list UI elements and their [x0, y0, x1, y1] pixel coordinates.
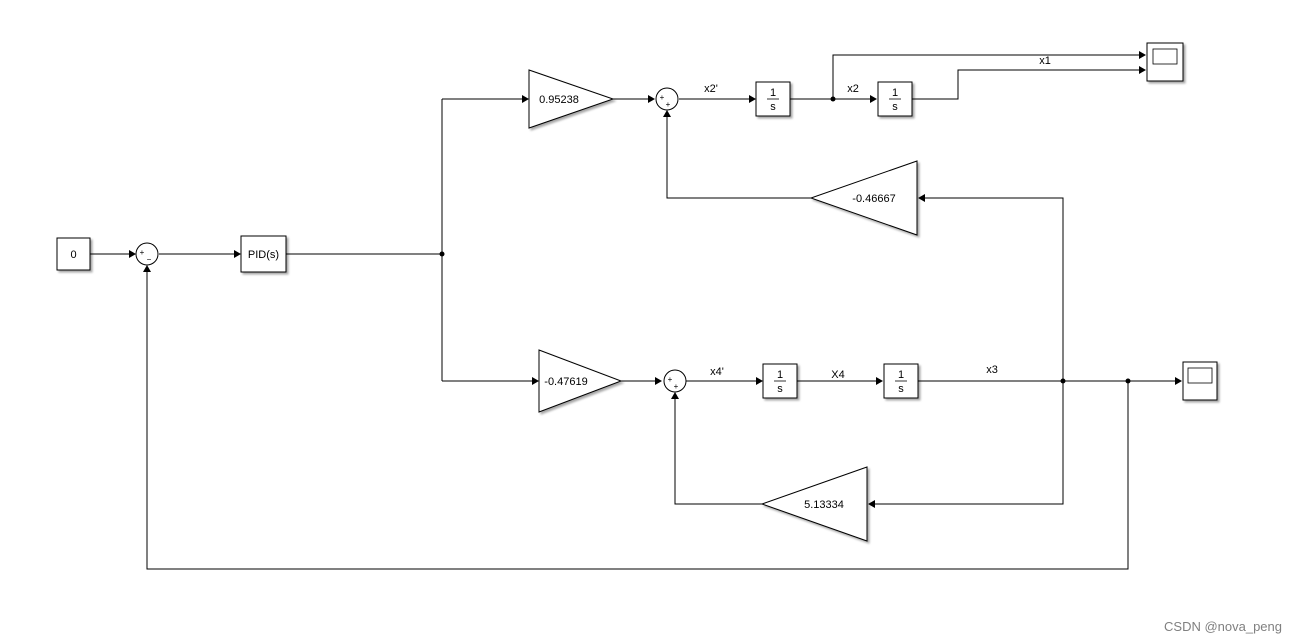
junction-pid	[439, 251, 445, 257]
wire-x1-to-scope	[912, 69, 1140, 100]
svg-text:s: s	[770, 101, 776, 113]
arrowhead	[129, 250, 136, 258]
feedback-gain-top-value: -0.46667	[852, 193, 895, 205]
sum-main-sign-2: −	[147, 255, 152, 264]
arrowhead	[532, 377, 539, 385]
scope-bottom-screen	[1187, 367, 1213, 384]
arrowhead	[143, 265, 151, 272]
arrowhead	[1139, 66, 1146, 74]
junctions	[439, 96, 1131, 384]
sum-top-sign-1: +	[660, 93, 665, 102]
wire-feedback-top-to-sum	[666, 116, 811, 199]
junction-x3-feedback	[1060, 378, 1066, 384]
watermark: CSDN @nova_peng	[1164, 619, 1282, 634]
wire-x3-to-feedback-bottom	[874, 381, 1064, 505]
sum-main[interactable]: + −	[135, 242, 159, 266]
sum-top[interactable]: + +	[655, 87, 679, 111]
junction-x2	[830, 96, 836, 102]
integrator-bottom-1[interactable]: 1 s	[762, 363, 798, 399]
signal-lines	[90, 51, 1182, 570]
svg-text:s: s	[777, 383, 783, 395]
arrowhead	[918, 194, 925, 202]
signal-label-x2: x2	[847, 83, 859, 95]
scope-bottom[interactable]	[1182, 361, 1218, 401]
arrowhead	[655, 377, 662, 385]
junction-x3-main	[1125, 378, 1131, 384]
signal-label-x3: x3	[986, 364, 998, 376]
constant-value: 0	[70, 249, 76, 261]
wire-x3-to-feedback-top	[924, 197, 1064, 381]
signal-label-x4-dot: x4'	[710, 366, 724, 378]
feedback-gain-bottom-value: 5.13334	[804, 499, 844, 511]
arrowhead	[522, 95, 529, 103]
wire-feedback-bottom-to-sum	[674, 398, 762, 505]
arrowhead	[868, 500, 875, 508]
arrowhead	[870, 95, 877, 103]
arrowhead	[749, 95, 756, 103]
svg-text:1: 1	[777, 369, 783, 381]
feedback-gain-bottom[interactable]: 5.13334	[760, 466, 868, 542]
pid-label: PID(s)	[248, 249, 279, 261]
integrator-top-2[interactable]: 1 s	[877, 81, 913, 117]
gain-top-value: 0.95238	[539, 94, 579, 106]
arrowhead	[876, 377, 883, 385]
gain-bottom[interactable]: -0.47619	[538, 349, 623, 413]
integrator-top-1[interactable]: 1 s	[755, 81, 791, 117]
svg-text:s: s	[898, 383, 904, 395]
sum-main-sign-1: +	[140, 248, 145, 257]
arrowhead	[648, 95, 655, 103]
arrowhead	[663, 110, 671, 117]
signal-label-x4: X4	[831, 369, 844, 381]
arrowhead	[671, 392, 679, 399]
sum-top-sign-2: +	[666, 100, 671, 109]
svg-text:s: s	[892, 101, 898, 113]
svg-text:1: 1	[892, 87, 898, 99]
svg-text:1: 1	[898, 369, 904, 381]
feedback-gain-top[interactable]: -0.46667	[809, 160, 918, 236]
signal-labels: x2' x2 x1 x4' X4 x3	[704, 55, 1051, 381]
integrator-bottom-2[interactable]: 1 s	[883, 363, 919, 399]
signal-label-x1: x1	[1039, 55, 1051, 67]
arrowhead	[1139, 51, 1146, 59]
arrowhead	[234, 250, 241, 258]
wire-x2-to-scope	[832, 54, 1140, 99]
pid-block[interactable]: PID(s)	[240, 235, 287, 273]
wire-main-feedback	[146, 271, 1129, 570]
arrowhead	[1175, 377, 1182, 385]
sum-bottom[interactable]: + +	[663, 369, 687, 393]
signal-label-x2-dot: x2'	[704, 83, 718, 95]
sum-bottom-sign-1: +	[668, 375, 673, 384]
constant-block[interactable]: 0	[56, 237, 91, 271]
svg-text:1: 1	[770, 87, 776, 99]
sum-bottom-sign-2: +	[674, 382, 679, 391]
arrowhead	[756, 377, 763, 385]
gain-top[interactable]: 0.95238	[528, 69, 615, 129]
scope-top-screen	[1152, 48, 1178, 65]
gain-bottom-value: -0.47619	[544, 376, 587, 388]
scope-top[interactable]	[1146, 42, 1184, 82]
